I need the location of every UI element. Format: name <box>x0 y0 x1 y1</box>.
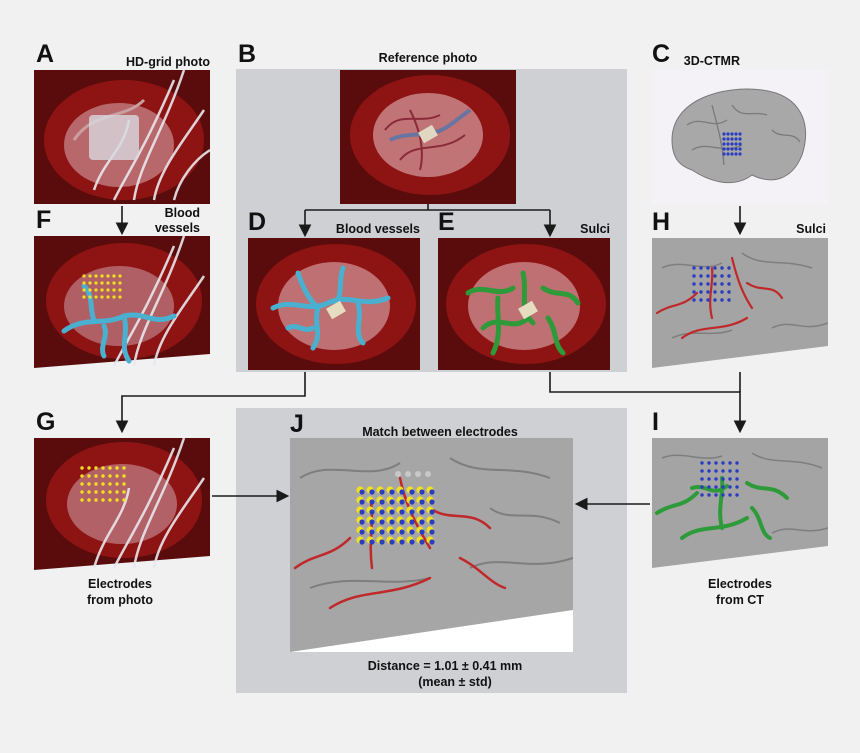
distance-result-line1: Distance = 1.01 ± 0.41 mm <box>367 659 523 673</box>
panel-caption-i: Electrodes from CT <box>680 576 800 608</box>
photo-electrodes <box>34 438 210 570</box>
panel-label-a: HD-grid photo <box>125 55 210 69</box>
panel-letter-i: I <box>652 408 659 436</box>
panel-label-b: Reference photo <box>378 51 478 65</box>
panel-letter-b: B <box>238 40 257 68</box>
photo-grid-blood-vessels <box>34 236 210 368</box>
distance-result: Distance = 1.01 ± 0.41 mm (mean ± std) <box>320 658 570 690</box>
render-ct-electrodes <box>652 438 828 568</box>
panel-caption-i-line1: Electrodes <box>708 577 772 591</box>
photo-blood-vessels <box>248 238 420 370</box>
panel-label-c: 3D-CTMR <box>683 54 740 68</box>
panel-label-h: Sulci <box>796 222 826 236</box>
photo-reference <box>340 70 516 204</box>
panel-label-f: Blood vessels <box>130 206 200 236</box>
photo-sulci <box>438 238 610 370</box>
panel-caption-g-line1: Electrodes <box>88 577 152 591</box>
distance-result-line2: (mean ± std) <box>418 675 492 689</box>
panel-letter-h: H <box>652 208 671 236</box>
panel-letter-g: G <box>36 408 56 436</box>
panel-letter-a: A <box>36 40 55 68</box>
panel-letter-j: J <box>290 410 304 438</box>
panel-label-d: Blood vessels <box>335 222 420 236</box>
render-electrode-match <box>290 438 573 652</box>
panel-caption-g: Electrodes from photo <box>60 576 180 608</box>
panel-label-f-line2: vessels <box>154 221 200 235</box>
photo-hd-grid <box>34 70 210 204</box>
panel-label-f-line1: Blood <box>164 206 200 220</box>
panel-letter-e: E <box>438 208 455 236</box>
panel-caption-i-line2: from CT <box>716 593 764 607</box>
panel-caption-g-line2: from photo <box>87 593 153 607</box>
panel-letter-d: D <box>248 208 267 236</box>
render-ct-sulci <box>652 238 828 368</box>
panel-label-e: Sulci <box>580 222 610 236</box>
panel-letter-f: F <box>36 206 52 234</box>
panel-letter-c: C <box>652 40 671 68</box>
render-3d-ctmr <box>652 70 828 204</box>
panel-label-j: Match between electrodes <box>362 425 518 439</box>
